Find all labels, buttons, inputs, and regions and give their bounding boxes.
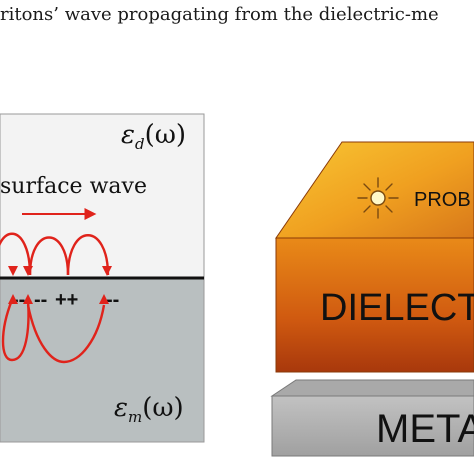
metal-front-face: [271, 395, 474, 457]
field-arrows-upper: [8, 266, 112, 276]
field-loops-lower: [1, 299, 106, 364]
dielectric-front-face: [275, 237, 474, 373]
charge-2: --: [34, 289, 47, 311]
metal-top-face: [270, 379, 474, 397]
left-panel: εd(ω) surface wave -- -- ++ --: [0, 113, 205, 443]
right-panel: META DIELECT PROB: [270, 141, 474, 457]
epsilon-m-label: εm(ω): [114, 393, 184, 426]
dielectric-label: DIELECT: [320, 287, 474, 329]
metal-label: META: [376, 407, 474, 451]
surface-wave-label: surface wave: [0, 174, 147, 199]
epsilon-d-label: εd(ω): [121, 120, 186, 153]
field-arrows-lower: [8, 294, 109, 304]
dielectric-top-face: [275, 141, 474, 239]
charge-4: --: [106, 289, 119, 311]
field-loops-upper: [0, 232, 110, 276]
probe-sun-icon: [357, 177, 399, 219]
charge-3: ++: [55, 289, 78, 311]
charge-1: --: [12, 289, 25, 311]
metal-region: [0, 278, 204, 442]
probe-label: PROB: [414, 189, 471, 211]
figure-caption: ritons’ wave propagating from the dielec…: [0, 4, 439, 25]
